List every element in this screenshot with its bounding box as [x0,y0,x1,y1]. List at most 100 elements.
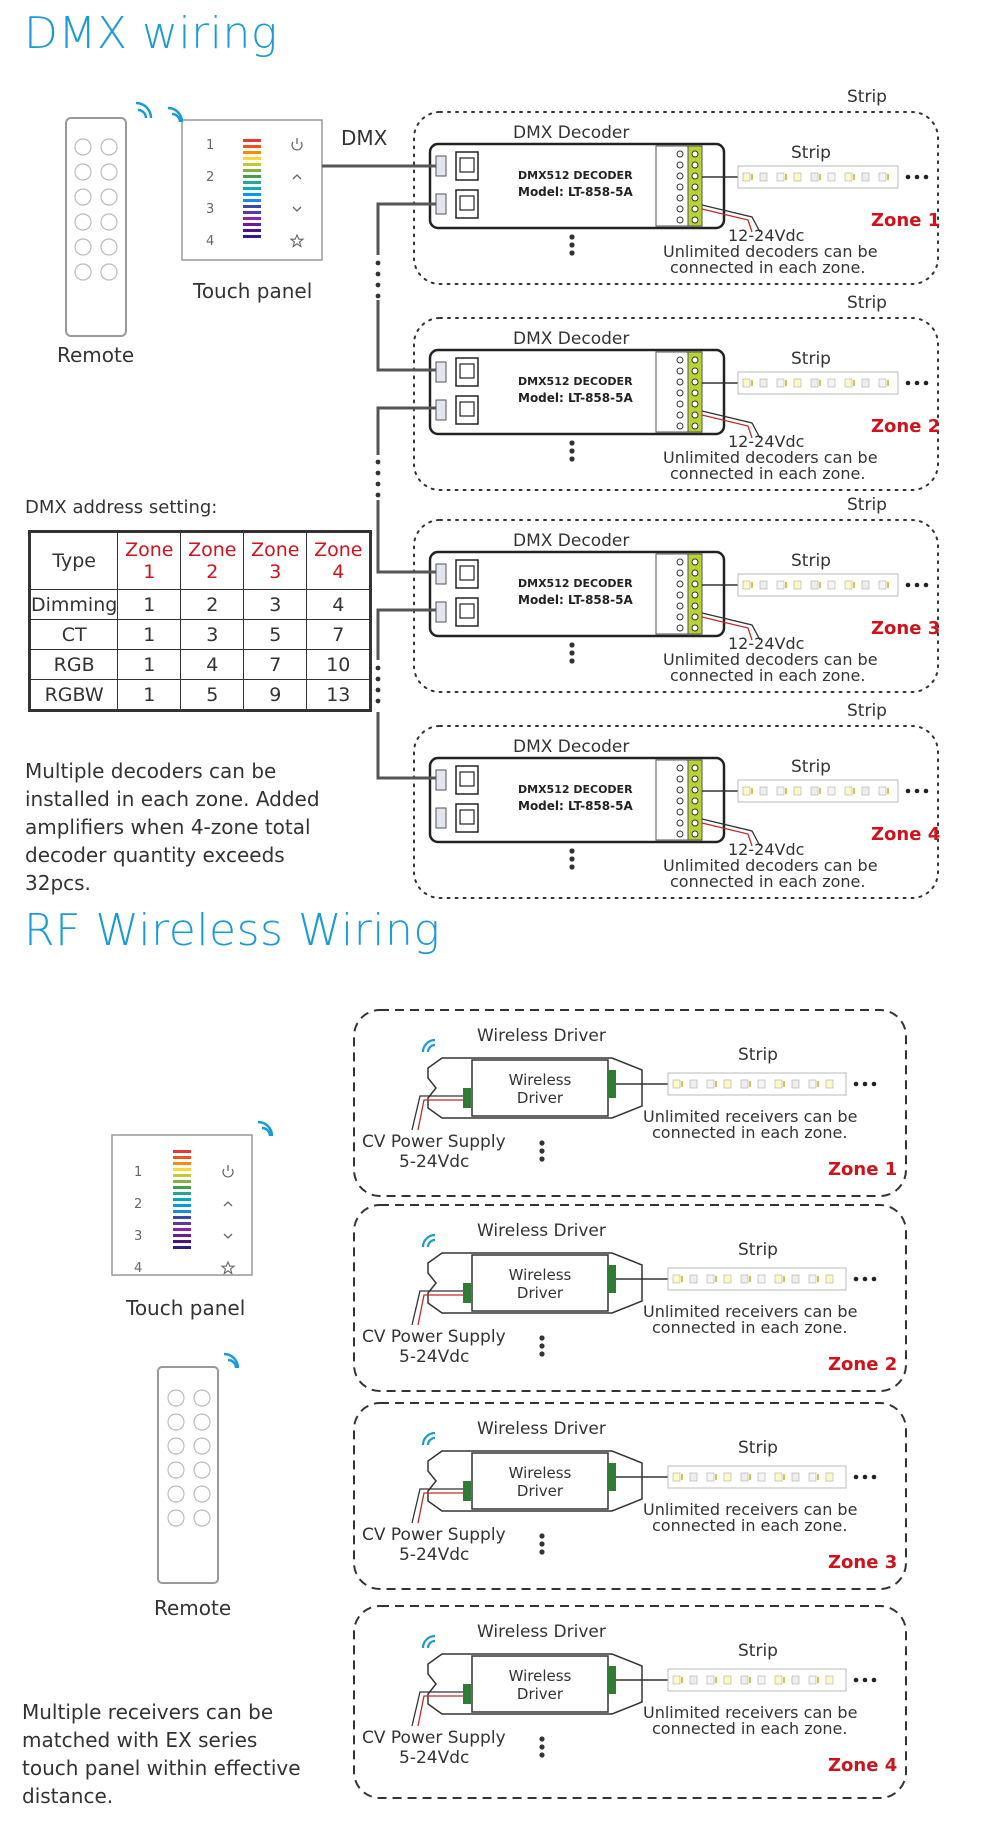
color-bar [173,1246,191,1249]
continuation-dot [871,1474,877,1480]
led-strip [667,1267,847,1291]
continuation-dot [923,174,929,180]
dmx-wire [376,500,436,574]
color-bar [243,139,261,142]
continuation-dot [905,380,911,386]
led-chip [827,786,836,796]
zone-label: Zone 2 [871,416,940,437]
led-chip [810,378,819,388]
zone-note-line2: connected in each zone. [652,1318,847,1337]
color-bar [243,163,261,166]
zone-boundary [353,1402,907,1590]
decoder-model-line2: Model: LT-858-5A [518,391,633,405]
table-cell: Dimming [28,589,119,620]
continuation-dot [539,1533,545,1539]
zone-note-line1: Unlimited decoders can be [663,242,878,261]
zone-note-line2: connected in each zone. [670,258,865,277]
decoder-model-line1: DMX512 DECODER [518,169,633,182]
panel-number: 3 [206,202,214,217]
continuation-dot [375,293,381,299]
led-chip [706,1472,715,1482]
table-cell: 3 [180,619,245,650]
led-chip [793,786,802,796]
rf-section-title: RF Wireless Wiring [24,905,441,956]
remote-button [167,1485,185,1503]
continuation-dot [375,481,381,487]
color-bar [243,175,261,178]
led-chip [740,1274,749,1284]
table-header: Type [28,531,119,590]
strip-outer-label: Strip [847,701,887,721]
psu-label-line1: CV Power Supply [362,1327,506,1347]
color-bar [173,1180,191,1183]
psu-label-line2: 5-24Vdc [399,1152,469,1172]
driver-box-line2: Driver [517,1685,564,1703]
table-cell: 10 [306,649,372,680]
remote-button [100,263,118,281]
led-resistor [817,1677,819,1683]
dmx-address-setting-label: DMX address setting: [25,497,218,518]
led-resistor [749,1677,751,1683]
dmx-decoder [428,550,726,638]
driver-inner-box [471,1059,609,1117]
table-cell: 2 [180,589,245,620]
table-cell: 5 [243,619,308,650]
continuation-dot [569,856,575,862]
table-header-row: Type Zone 1 Zone 2 Zone 3 Zone 4 [28,531,372,590]
power-wire [411,1488,463,1524]
psu-label-line2: 5-24Vdc [399,1347,469,1367]
table-cell: 9 [243,679,308,711]
strip-label: Strip [738,1045,778,1065]
dmx-connector [435,193,447,215]
zone-label: Zone 1 [828,1159,897,1180]
continuation-dot [375,282,381,288]
dmx-touch-panel-label: Touch panel [193,279,313,303]
led-chip [844,786,853,796]
strip-label: Strip [791,757,831,777]
zone-note-line1: Unlimited receivers can be [643,1703,857,1722]
led-chip [757,1079,766,1089]
led-resistor [817,1081,819,1087]
zone-note-line2: connected in each zone. [652,1719,847,1738]
led-chip [774,1675,783,1685]
color-bar [173,1240,191,1243]
color-bar [173,1186,191,1189]
zone-note-line2: connected in each zone. [670,464,865,483]
zone-note-line1: Unlimited receivers can be [643,1302,857,1321]
led-chip [672,1274,681,1284]
decoder-label: DMX Decoder [513,123,629,143]
led-chip [827,172,836,182]
led-resistor [819,582,821,588]
led-resistor [887,582,889,588]
led-chip [825,1079,834,1089]
led-chip [759,786,768,796]
continuation-dot [569,448,575,454]
led-chip [844,580,853,590]
wifi-signal-icon [223,1352,240,1369]
continuation-dot [539,1335,545,1341]
color-bar [243,205,261,208]
led-resistor [681,1081,683,1087]
led-resistor [887,380,889,386]
table-cell: 1 [117,649,182,680]
dmx-remote-label: Remote [57,343,135,367]
led-chip [825,1274,834,1284]
continuation-dot [375,698,381,704]
led-chip [808,1675,817,1685]
led-chip [878,786,887,796]
table-header: Zone 2 [180,531,245,590]
led-resistor [749,1276,751,1282]
power-wire [701,818,761,847]
driver-box-line1: Wireless [509,1071,572,1089]
dmx-connector [435,601,447,623]
power-wire [701,208,753,233]
zone-note-line2: connected in each zone. [670,872,865,891]
zone-label: Zone 4 [871,824,940,845]
remote-button [167,1509,185,1527]
power-wire [701,414,753,439]
led-chip [810,172,819,182]
zone-note-line2: connected in each zone. [670,666,865,685]
